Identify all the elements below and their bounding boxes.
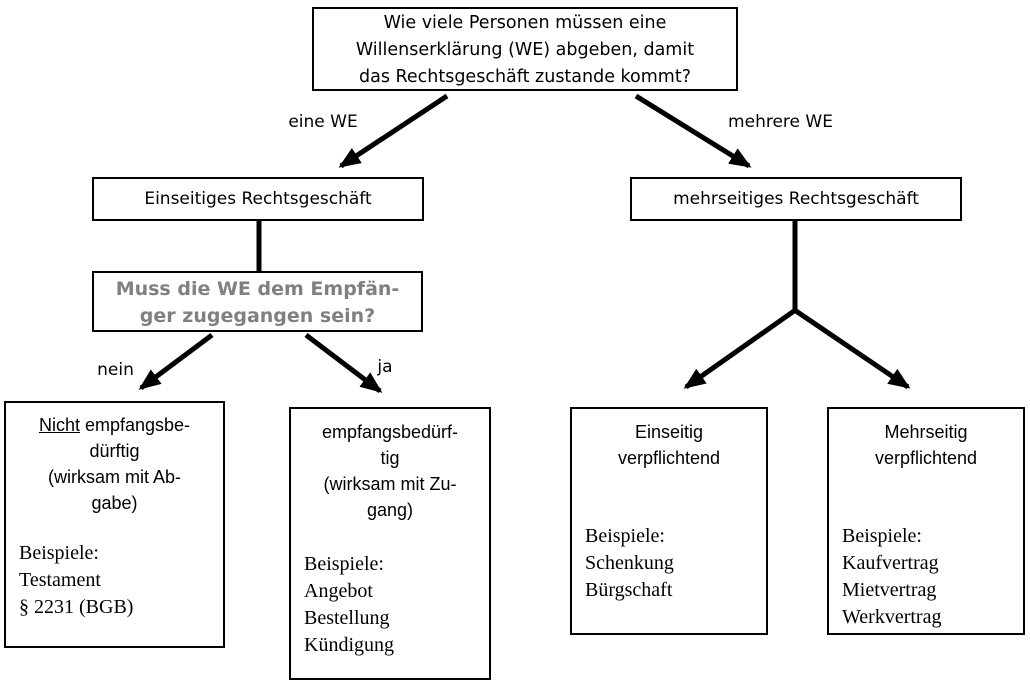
example-item: Testament	[19, 569, 101, 591]
arrow-mehrere-we	[634, 93, 752, 169]
gray-question-line: ger zugegangen sein?	[139, 305, 376, 327]
leaf-heading-line: verpflichtend	[617, 448, 721, 468]
leaf-heading-line: tig	[380, 448, 400, 468]
node-mehrseitig-verpflichtend: Mehrseitig verpflichtend Beispiele: Kauf…	[827, 407, 1025, 635]
node-empfangsbeduerftig: empfangsbedürf- tig (wirksam mit Zu- gan…	[289, 407, 491, 680]
node-label: mehrseitiges Rechtsgeschäft	[673, 189, 919, 209]
arrow-ja	[304, 333, 383, 393]
node-nicht-empfangsbeduerftig: Nicht empfangsbe- dürftig (wirksam mit A…	[4, 401, 225, 648]
leaf-heading-line: Mehrseitig	[884, 422, 968, 442]
example-item: § 2231 (BGB)	[19, 596, 134, 618]
arrow-mehrseitig-verpflichtend	[794, 308, 911, 390]
examples-heading: Beispiele:	[842, 525, 922, 547]
example-item: Werkvertrag	[842, 606, 942, 628]
example-item: Bestellung	[304, 607, 390, 629]
examples-heading: Beispiele:	[19, 542, 99, 564]
node-question: Wie viele Personen müssen eine Willenser…	[312, 7, 738, 91]
example-item: Schenkung	[585, 552, 674, 574]
leaf-heading-line: Einseitig	[634, 422, 704, 442]
node-empfaenger-frage: Muss die WE dem Empfän- ger zugegangen s…	[92, 271, 423, 332]
underlined-word: Nicht	[38, 415, 80, 435]
edge-label-ja: ja	[377, 357, 393, 377]
arrow-einseitig-verpflichtend	[683, 308, 796, 390]
leaf-heading-line: (wirksam mit Ab-	[47, 467, 181, 487]
example-item: Bürgschaft	[585, 579, 673, 601]
leaf-heading-line: verpflichtend	[874, 448, 978, 468]
node-label: Einseitiges Rechtsgeschäft	[144, 189, 372, 209]
example-item: Kaufvertrag	[842, 552, 939, 574]
question-line: das Rechtsgeschäft zustande kommt?	[358, 67, 692, 87]
leaf-heading-line: gang)	[366, 500, 414, 520]
examples-block: Beispiele: Schenkung Bürgschaft	[572, 523, 766, 604]
node-mehrseitiges-rechtsgeschaeft: mehrseitiges Rechtsgeschäft	[630, 177, 962, 221]
examples-block: Beispiele: Kaufvertrag Mietvertrag Werkv…	[829, 523, 1023, 631]
edge-label-nein: nein	[97, 360, 134, 380]
gray-question-line: Muss die WE dem Empfän-	[115, 278, 400, 300]
leaf-heading-line: (wirksam mit Zu-	[323, 474, 457, 494]
arrow-eine-we	[338, 93, 449, 169]
heading-rest: empfangsbe-	[79, 415, 191, 435]
arrow-nein	[138, 332, 214, 391]
question-line: Wie viele Personen müssen eine	[383, 13, 667, 33]
edge-label-mehrere-we: mehrere WE	[728, 112, 833, 132]
example-item: Angebot	[304, 580, 373, 602]
examples-block: Beispiele: Angebot Bestellung Kündigung	[291, 551, 489, 659]
examples-block: Beispiele: Testament § 2231 (BGB)	[6, 540, 223, 621]
examples-heading: Beispiele:	[585, 525, 665, 547]
leaf-heading-line: gabe)	[91, 493, 138, 513]
question-line: Willenserklärung (WE) abgeben, damit	[355, 40, 695, 60]
node-einseitig-verpflichtend: Einseitig verpflichtend Beispiele: Schen…	[570, 407, 768, 635]
example-item: Kündigung	[304, 634, 394, 656]
leaf-heading-line: empfangsbedürf-	[321, 422, 459, 442]
examples-heading: Beispiele:	[304, 553, 384, 575]
leaf-heading-line: Nicht empfangsbe-	[6, 412, 223, 438]
example-item: Mietvertrag	[842, 579, 937, 601]
node-einseitiges-rechtsgeschaeft: Einseitiges Rechtsgeschäft	[92, 177, 424, 221]
leaf-heading-line: dürftig	[89, 441, 140, 461]
edge-label-eine-we: eine WE	[288, 112, 358, 132]
